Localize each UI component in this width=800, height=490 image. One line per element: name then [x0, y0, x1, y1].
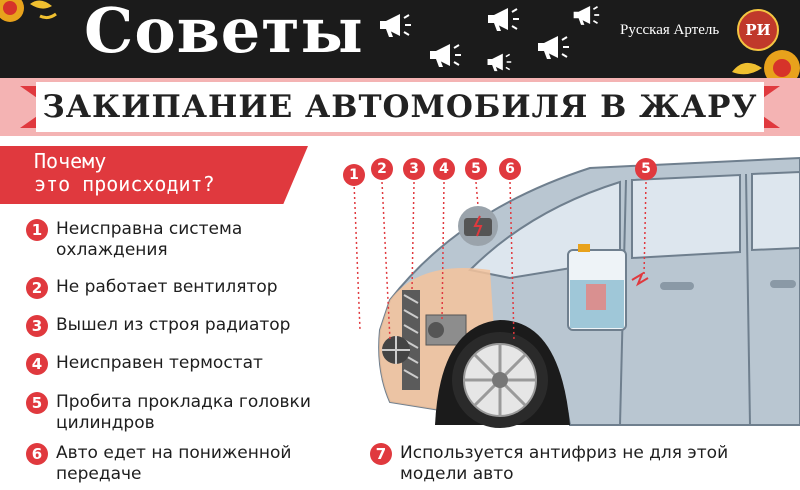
- reason-number: 3: [26, 315, 48, 337]
- reason-text: Вышел из строя радиатор: [56, 315, 291, 335]
- page-title: Советы: [84, 0, 364, 67]
- reason-number: 5: [26, 392, 48, 414]
- megaphone-icon: [573, 5, 600, 25]
- reason-text: Неисправна система охлаждения: [56, 219, 243, 260]
- brand-name: Русская Артель: [620, 22, 720, 38]
- car-label-2: 2: [371, 158, 393, 180]
- header-bar: Советы Русская Артель РИ: [0, 0, 800, 78]
- why-label-bg: [0, 146, 308, 204]
- car-label-4: 4: [433, 158, 455, 180]
- megaphone-icon: [538, 36, 569, 59]
- megaphone-icon: [488, 8, 519, 31]
- reason-item: 3 Вышел из строя радиатор: [26, 315, 326, 337]
- car-label-3: 3: [403, 158, 425, 180]
- flower-ornament-left: [0, 0, 57, 22]
- banner-ribbon: [20, 82, 780, 132]
- brand-logo: РИ: [737, 9, 779, 51]
- banner-title: ЗАКИПАНИЕ АВТОМОБИЛЯ В ЖАРУ: [42, 89, 758, 125]
- car-label-6: 6: [499, 158, 521, 180]
- megaphone-icon: [380, 14, 411, 37]
- car-label-1: 1: [343, 164, 365, 186]
- reason-item: 6 Авто едет на пониженной передаче: [26, 443, 346, 485]
- car-label-5-canister: 5: [635, 158, 657, 180]
- reason-number: 4: [26, 353, 48, 375]
- reason-text: Используется антифриз не для этой модели…: [400, 443, 729, 484]
- reason-item: 5 Пробита прокладка головки цилиндров: [26, 392, 326, 434]
- megaphone-icon: [430, 44, 461, 67]
- reason-number: 2: [26, 277, 48, 299]
- reason-item: 7 Используется антифриз не для этой моде…: [370, 443, 790, 485]
- reason-item: 1 Неисправна система охлаждения: [26, 219, 326, 261]
- reason-number: 1: [26, 219, 48, 241]
- reason-number: 6: [26, 443, 48, 465]
- reason-number: 7: [370, 443, 392, 465]
- reason-text: Неисправен термостат: [56, 353, 263, 373]
- car-label-5: 5: [465, 158, 487, 180]
- reason-item: 4 Неисправен термостат: [26, 353, 326, 375]
- reason-text: Не работает вентилятор: [56, 277, 278, 297]
- why-label-line2: это происходит?: [34, 172, 215, 196]
- why-label-line1: Почему: [34, 149, 107, 173]
- why-label: Почему это происходит?: [34, 150, 294, 196]
- flower-ornament-right: [732, 50, 800, 78]
- reason-item: 2 Не работает вентилятор: [26, 277, 326, 299]
- megaphone-icon: [487, 53, 512, 72]
- reason-text: Авто едет на пониженной передаче: [56, 443, 292, 484]
- car-illustration: [353, 156, 800, 428]
- reason-text: Пробита прокладка головки цилиндров: [56, 392, 311, 433]
